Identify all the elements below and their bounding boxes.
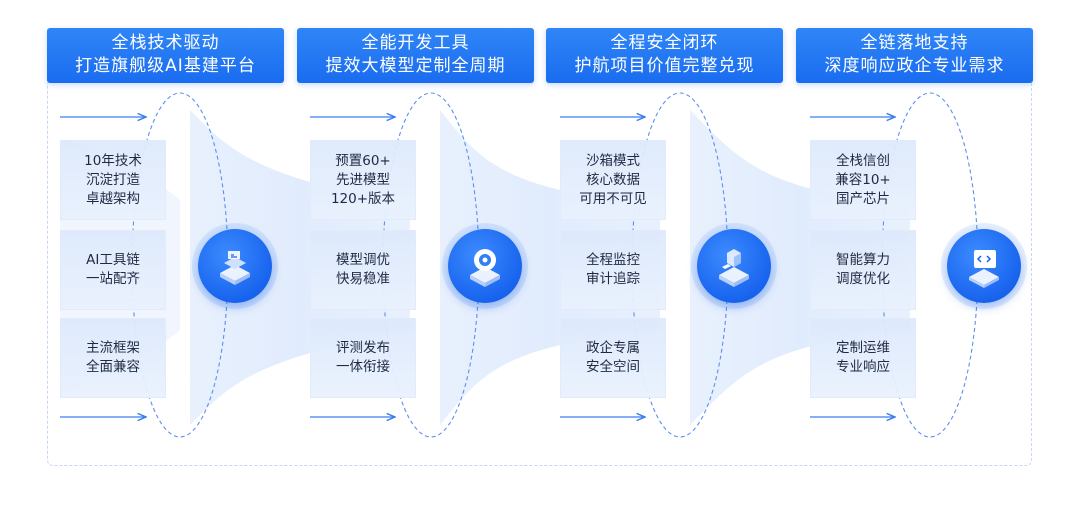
- feature-box: 10年技术 沉淀打造 卓越架构: [60, 140, 166, 220]
- gear-tool-icon: [448, 229, 522, 303]
- feature-line: 沉淀打造: [86, 171, 140, 188]
- feature-line: 全程监控: [586, 252, 640, 268]
- feature-box: 主流框架 全面兼容: [60, 318, 166, 398]
- feature-line: 一体衔接: [336, 359, 390, 375]
- header-4-line1: 全链落地支持: [860, 33, 969, 53]
- layered-platform-icon: [198, 229, 272, 303]
- feature-line: 政企专属: [586, 340, 640, 356]
- feature-line: 审计追踪: [586, 271, 640, 287]
- feature-box: 全栈信创 兼容10+ 国产芯片: [810, 140, 916, 220]
- feature-line: 120+版本: [330, 190, 396, 207]
- security-cube-icon: [697, 229, 771, 303]
- feature-box: 预置60+ 先进模型 120+版本: [310, 140, 416, 220]
- feature-line: 快易稳准: [336, 271, 390, 287]
- feature-line: 评测发布: [336, 340, 390, 356]
- feature-line: 卓越架构: [86, 190, 140, 207]
- header-4-line2: 深度响应政企专业需求: [824, 56, 1005, 76]
- feature-box: 模型调优 快易稳准: [310, 230, 416, 310]
- header-2: 全能开发工具 提效大模型定制全周期: [297, 28, 534, 83]
- feature-line: 10年技术: [84, 152, 142, 169]
- feature-line: AI工具链: [86, 252, 140, 268]
- feature-line: 专业响应: [836, 359, 890, 375]
- light-beam-1: [190, 110, 410, 425]
- feature-line: 安全空间: [586, 359, 640, 375]
- feature-box: 全程监控 审计追踪: [560, 230, 666, 310]
- header-2-line1: 全能开发工具: [361, 33, 470, 53]
- header-3-line1: 全程安全闭环: [610, 33, 719, 53]
- header-1-line2: 打造旗舰级AI基建平台: [75, 56, 256, 76]
- feature-line: 主流框架: [86, 340, 140, 356]
- feature-line: 沙箱模式: [586, 152, 640, 169]
- feature-line: 全栈信创: [836, 152, 890, 169]
- feature-box: 评测发布 一体衔接: [310, 318, 416, 398]
- feature-box: 政企专属 安全空间: [560, 318, 666, 398]
- header-2-line2: 提效大模型定制全周期: [325, 56, 506, 76]
- feature-line: 智能算力: [836, 252, 890, 268]
- feature-line: 调度优化: [836, 271, 890, 287]
- feature-line: 可用不可见: [579, 190, 647, 207]
- feature-line: 预置60+: [335, 152, 391, 169]
- header-1: 全栈技术驱动 打造旗舰级AI基建平台: [47, 28, 284, 83]
- header-3-line2: 护航项目价值完整兑现: [574, 56, 755, 76]
- feature-box: AI工具链 一站配齐: [60, 230, 166, 310]
- feature-line: 一站配齐: [86, 271, 140, 287]
- header-1-line1: 全栈技术驱动: [111, 33, 220, 53]
- feature-line: 定制运维: [836, 340, 890, 356]
- feature-line: 先进模型: [336, 171, 390, 188]
- header-4: 全链落地支持 深度响应政企专业需求: [796, 28, 1033, 83]
- feature-box: 沙箱模式 核心数据 可用不可见: [560, 140, 666, 220]
- outer-frame: [47, 83, 1032, 466]
- feature-box: 智能算力 调度优化: [810, 230, 916, 310]
- feature-line: 国产芯片: [836, 190, 890, 207]
- light-beam-3: [690, 110, 910, 425]
- feature-box: 定制运维 专业响应: [810, 318, 916, 398]
- feature-line: 全面兼容: [86, 359, 140, 375]
- feature-line: 兼容10+: [835, 171, 891, 188]
- light-beam-2: [440, 110, 660, 425]
- code-monitor-icon: [947, 229, 1021, 303]
- feature-line: 核心数据: [586, 171, 640, 188]
- feature-line: 模型调优: [336, 252, 390, 268]
- header-3: 全程安全闭环 护航项目价值完整兑现: [546, 28, 783, 83]
